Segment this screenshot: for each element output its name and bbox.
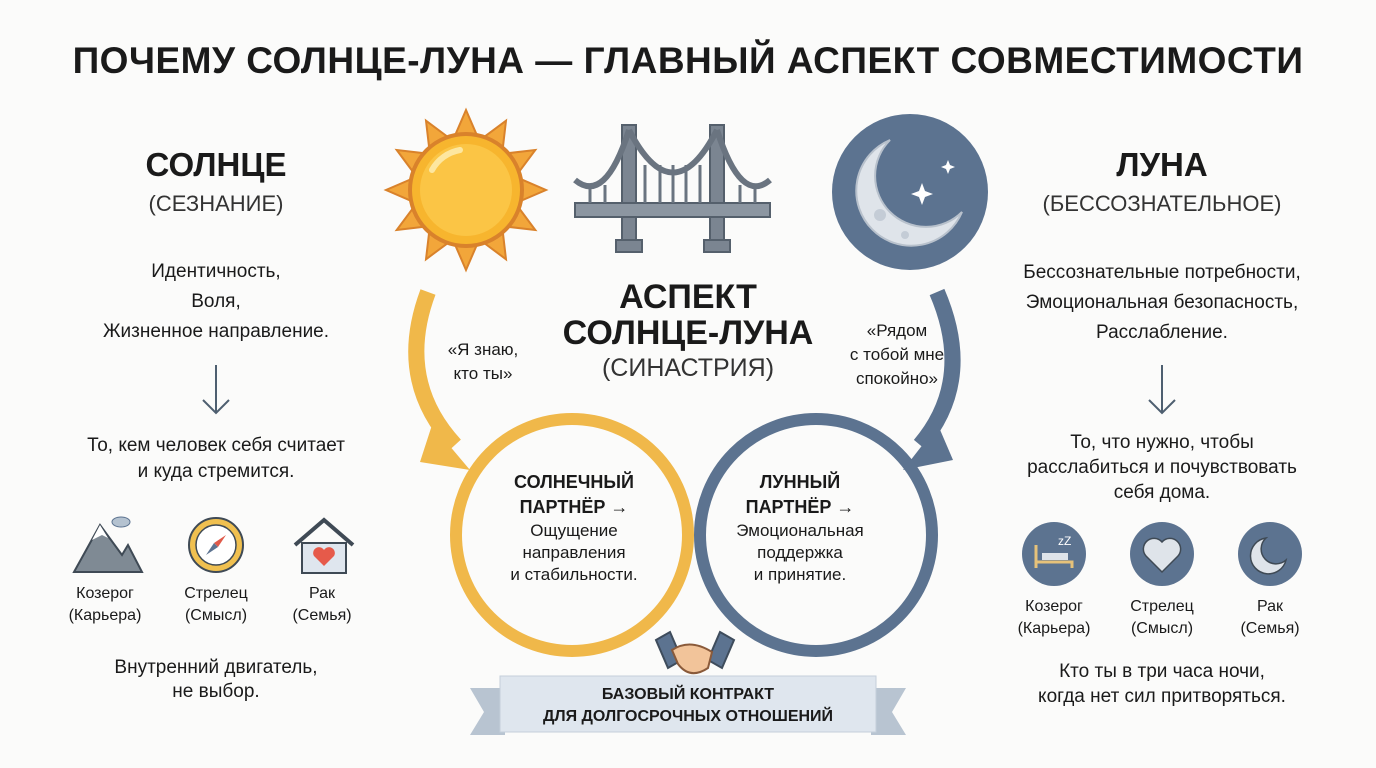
sleeping-bed-icon: zZ — [1022, 522, 1086, 586]
sun-partner-circle — [450, 413, 694, 657]
sun-icon — [383, 107, 549, 273]
moon-icon-label: Рак(Семья) — [1240, 598, 1300, 637]
handshake-icon — [654, 630, 736, 675]
sun-footer: Внутренний двигатель,не выбор. — [114, 657, 318, 702]
mountain-icon — [72, 516, 144, 573]
sun-icon-label: Козерог(Карьера) — [68, 585, 142, 624]
house-heart-icon — [293, 517, 355, 574]
crescent-moon-icon — [1238, 522, 1302, 586]
sun-icon-label: Рак(Семья) — [292, 585, 352, 624]
moon-icon-label: Стрелец(Смысл) — [1130, 598, 1194, 637]
moon-icon-label: Козерог(Карьера) — [1017, 598, 1091, 637]
down-arrow-icon — [202, 365, 230, 415]
page-title: ПОЧЕМУ СОЛНЦЕ-ЛУНА — ГЛАВНЫЙ АСПЕКТ СОВМ… — [72, 40, 1304, 81]
bridge-icon — [573, 124, 772, 253]
moon-heading: ЛУНА — [1116, 146, 1208, 183]
heart-icon — [1130, 522, 1194, 586]
moon-traits: Бессознательные потребности,Эмоциональна… — [1023, 262, 1301, 343]
down-arrow-icon — [1148, 365, 1176, 415]
banner-ribbon — [470, 675, 906, 735]
moon-icon — [832, 114, 988, 270]
moon-partner-circle — [694, 413, 938, 657]
sun-traits: Идентичность,Воля,Жизненное направление. — [102, 261, 330, 342]
compass-icon — [188, 517, 244, 573]
moon-subheading: (БЕССОЗНАТЕЛЬНОЕ) — [1042, 191, 1282, 216]
sun-quote: «Я знаю,кто ты» — [447, 340, 519, 383]
moon-footer: Кто ты в три часа ночи,когда нет сил при… — [1038, 661, 1286, 707]
sun-icon-label: Стрелец(Смысл) — [184, 585, 248, 624]
sun-heading: СОЛНЦЕ — [145, 146, 287, 183]
moon-arrow — [913, 288, 961, 451]
center-subheading: (СИНАСТРИЯ) — [601, 354, 775, 382]
svg-text:zZ: zZ — [1058, 534, 1071, 548]
sun-arrow — [408, 289, 461, 451]
sun-subheading: (СЕЗНАНИЕ) — [148, 191, 284, 216]
